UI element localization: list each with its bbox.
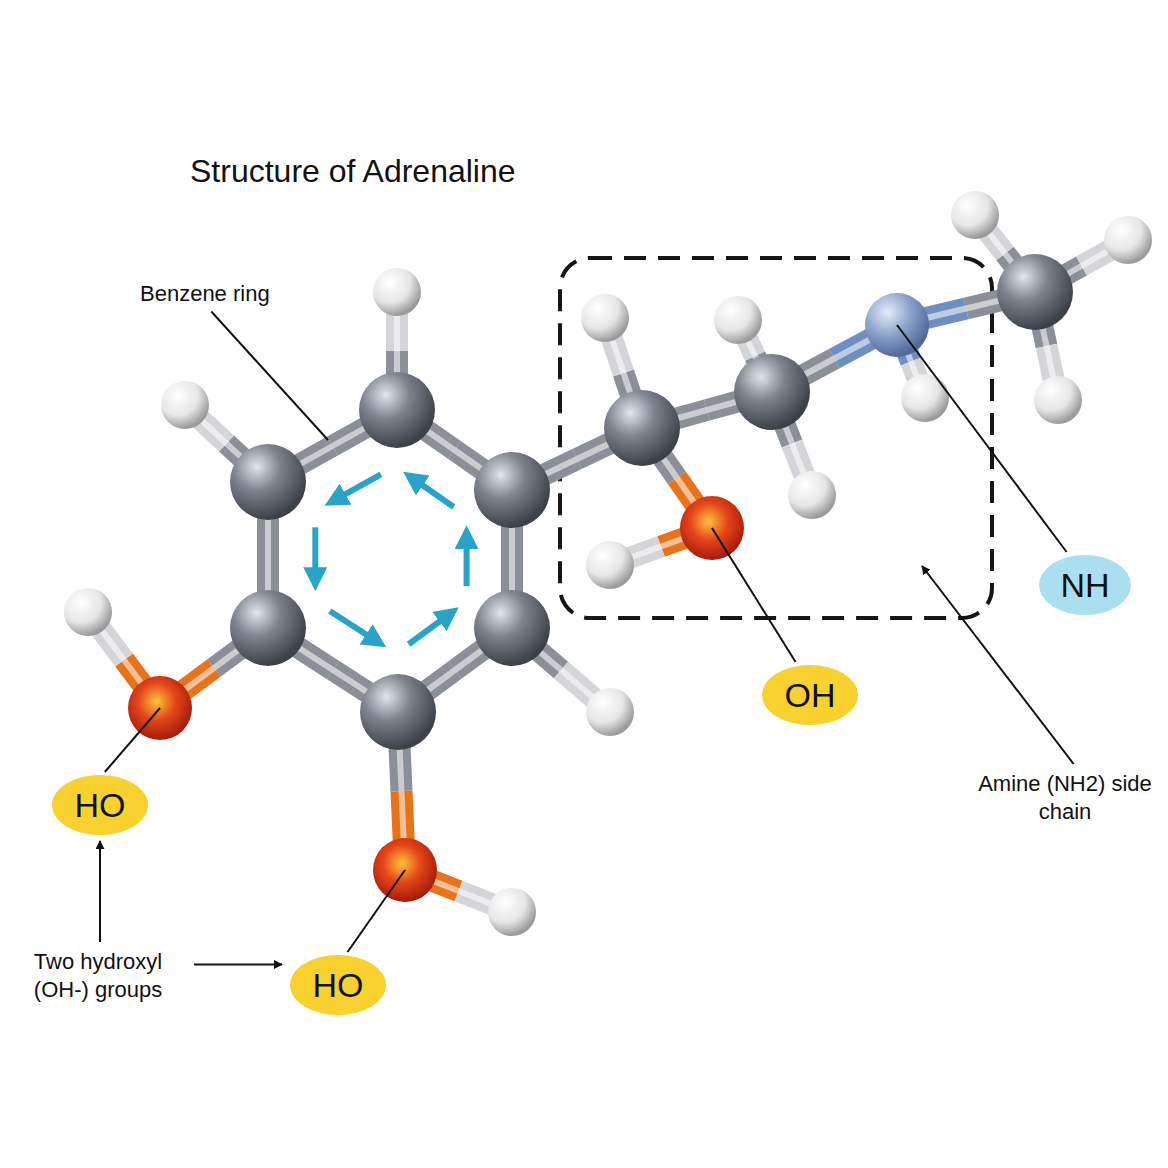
hydrogen-atom xyxy=(901,374,949,422)
hydrogen-atom xyxy=(586,688,634,736)
aromatic-arrow xyxy=(330,611,378,642)
hydrogen-atom xyxy=(373,268,421,316)
label-pill: HO xyxy=(52,775,148,835)
carbon-atom xyxy=(604,390,680,466)
carbon-atom xyxy=(359,372,435,448)
annotation-label: Benzene ring xyxy=(140,280,270,308)
carbon-atom xyxy=(230,590,306,666)
aromatic-arrows xyxy=(315,474,466,644)
leader-lines xyxy=(100,312,1074,965)
label-pill: OH xyxy=(762,665,858,725)
leader-line xyxy=(712,528,796,662)
carbon-atom xyxy=(997,254,1073,330)
leader-line xyxy=(348,870,405,952)
leader-line xyxy=(105,708,160,772)
hydrogen-atom xyxy=(586,541,634,589)
carbon-atom xyxy=(474,590,550,666)
pill-text: HO xyxy=(313,968,364,1002)
pointer-arrow xyxy=(194,964,282,966)
hydrogen-atom xyxy=(488,888,536,936)
pill-text: NH xyxy=(1060,568,1109,602)
hydrogen-atom xyxy=(1104,216,1152,264)
pill-text: OH xyxy=(785,678,836,712)
annotation-label: Two hydroxyl (OH-) groups xyxy=(6,948,190,1003)
aromatic-arrow xyxy=(464,535,470,586)
annotation-label: Amine (NH2) side chain xyxy=(978,770,1152,825)
atom-group xyxy=(64,191,1152,936)
leader-line xyxy=(211,312,328,441)
carbon-atom xyxy=(474,452,550,528)
hydrogen-atom xyxy=(581,294,629,342)
aromatic-arrow xyxy=(409,613,451,644)
carbon-atom xyxy=(734,354,810,430)
hydrogen-atom xyxy=(1034,376,1082,424)
hydrogen-atom xyxy=(714,296,762,344)
pointer-arrow xyxy=(99,841,101,942)
side-chain-bracket xyxy=(560,258,992,618)
label-pill: NH xyxy=(1039,555,1131,615)
hydrogen-atom xyxy=(951,191,999,239)
carbon-atom xyxy=(230,444,306,520)
hydrogen-atom xyxy=(64,588,112,636)
aromatic-arrow xyxy=(333,474,381,501)
hydrogen-atom xyxy=(788,471,836,519)
hydrogen-atom xyxy=(161,381,209,429)
pill-text: HO xyxy=(75,788,126,822)
aromatic-arrow xyxy=(312,527,318,581)
diagram-title: Structure of Adrenaline xyxy=(190,153,516,190)
aromatic-arrow xyxy=(411,477,454,507)
bond-group xyxy=(88,215,1128,912)
label-pill: HO xyxy=(290,955,386,1015)
carbon-atom xyxy=(360,674,436,750)
leader-line xyxy=(897,325,1067,552)
